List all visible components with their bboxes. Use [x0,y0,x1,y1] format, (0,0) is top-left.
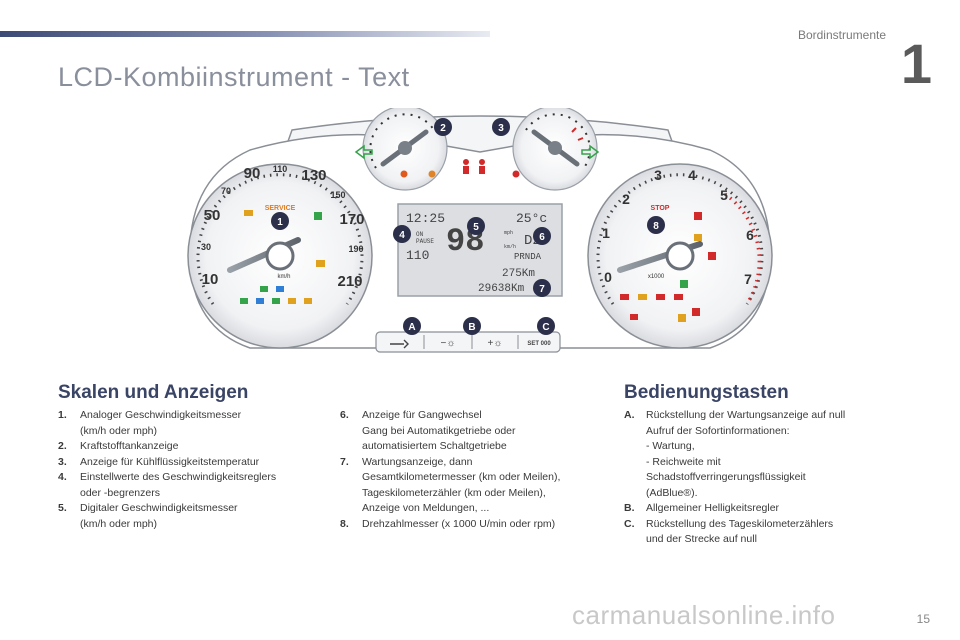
speedo-tick: 110 [273,164,288,174]
button-set-label: SET 000 [527,341,551,347]
section-label: Bordinstrumente [797,28,886,42]
stop-label: STOP [651,205,670,212]
list-item: A.Rückstellung der Wartungsanzeige auf n… [624,409,846,499]
lcd-temp: 25°c [516,211,547,226]
lcd-odometer: 29638Km [478,283,525,295]
lcd-time: 12:25 [406,211,445,226]
button-c-label: +☼ [487,338,502,349]
tach-tick: 5 [720,187,728,203]
speedo-tick: 210 [337,273,362,290]
header-band [0,31,490,37]
tach-warning-lamps [620,212,716,322]
speedo-tick: 70 [221,186,231,196]
callout-3: 3 [498,123,504,134]
tach-tick: 6 [746,227,754,243]
reset-wrench-icon [390,339,409,349]
callout-1: 1 [277,217,283,228]
page-title: LCD-Kombiinstrument - Text [58,62,410,92]
speedo-tick: 130 [301,167,326,184]
speedo-tick: 150 [330,190,345,200]
callout-8: 8 [653,221,659,232]
seatbelt-icons [463,159,485,174]
gauges-heading: Skalen und Anzeigen [58,382,249,403]
tachometer: 0 1 2 3 4 5 6 7 STOP x1000 [587,163,773,349]
list-item: 4.Einstellwerte des Geschwindigkeitsregl… [58,471,277,499]
speedo-warning-lamps [240,210,325,304]
speedo-tick: 170 [339,211,364,228]
controls-heading: Bedienungstasten [624,382,789,403]
list-item: 6.Anzeige für Gangwechsel Gang bei Autom… [340,409,516,452]
lcd-mph: mph [504,230,513,236]
speedo-tick: 90 [244,165,261,182]
callout-2: 2 [440,123,446,134]
speedo-unit: km/h [277,274,290,280]
callout-7: 7 [539,284,545,295]
list-item: 1.Analoger Geschwindigkeitsmesser (km/h … [58,409,242,437]
speedo-tick: 50 [204,207,221,224]
gauges-list: 1.Analoger Geschwindigkeitsmesser (km/h … [58,408,318,532]
tach-unit: x1000 [648,274,665,280]
right-arrow-icon [581,144,600,160]
lcd-range: 275Km [502,268,535,280]
tach-tick: 1 [602,225,610,241]
lcd-set-speed: 110 [406,248,429,263]
list-item: 8.Drehzahlmesser (x 1000 U/min oder rpm) [340,517,556,530]
list-item: 5.Digitaler Geschwindigkeitsmesser (km/h… [58,502,238,530]
speedo-tick: 190 [348,244,363,254]
fuel-gauge [362,108,448,191]
speedo-tick: 10 [202,271,219,288]
tach-tick: 0 [604,269,612,285]
callout-6: 6 [539,232,545,243]
list-item: C.Rückstellung des Tageskilometerzählers… [624,517,834,546]
tach-tick: 2 [622,191,630,207]
callout-markers: 1 2 3 4 5 6 7 8 [271,118,665,297]
lcd-speed-unit: km/h [504,244,516,250]
chapter-number: 1 [900,32,932,95]
left-arrow-icon [354,144,373,160]
callout-a: A [408,322,415,333]
coolant-gauge [512,108,598,191]
controls-list: A.Rückstellung der Wartungsanzeige auf n… [624,408,904,548]
gauges-list-continued: 6.Anzeige für Gangwechsel Gang bei Autom… [340,408,610,532]
callout-4: 4 [399,230,405,241]
page-number: 15 [916,612,930,626]
lcd-pause-on: ON [416,231,424,238]
button-strip: −☼ +☼ SET 000 A B C [375,317,561,353]
tach-tick: 7 [744,271,752,287]
tach-tick: 3 [654,167,662,183]
callout-c: C [542,322,549,333]
tach-tick: 4 [688,167,696,183]
callout-b: B [468,322,475,333]
list-item: 2.Kraftstofftankanzeige [58,440,179,452]
instrument-cluster-illustration: 10 30 50 70 90 110 130 150 170 190 210 S… [187,108,773,353]
list-item: 3.Anzeige für Kühlflüssigkeitstemperatur [58,455,260,468]
service-label: SERVICE [265,205,296,212]
list-item: 7.Wartungsanzeige, dann Gesamtkilometerm… [340,455,561,515]
list-item: B.Allgemeiner Helligkeitsregler [624,502,780,514]
lcd-pause-label: PAUSE [416,238,434,245]
speedo-tick: 30 [201,242,211,252]
button-b-label: −☼ [440,338,455,349]
callout-5: 5 [473,222,479,233]
speedometer: 10 30 50 70 90 110 130 150 170 190 210 S… [187,163,373,349]
watermark: carmanualsonline.info [572,600,836,630]
lcd-gearbox: PRNDA [514,252,542,262]
